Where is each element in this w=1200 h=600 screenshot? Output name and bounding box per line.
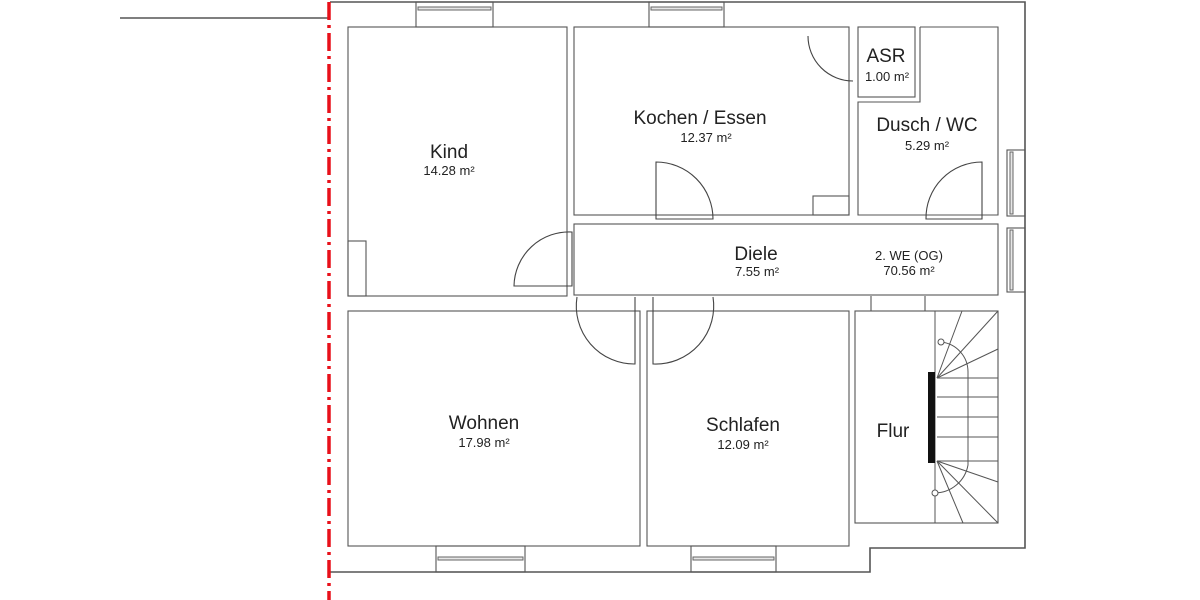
room-name-kind: Kind	[430, 142, 468, 163]
room-diele[interactable]: Diele 7.55 m² 2. WE (OG) 70.56 m²	[573, 223, 999, 296]
appliance-icon	[812, 195, 850, 216]
unit-label: 2. WE (OG)	[875, 248, 943, 263]
room-name-kochen-essen: Kochen / Essen	[633, 108, 766, 129]
window-top-kind	[415, 1, 494, 28]
room-area-kochen-essen: 12.37 m²	[680, 130, 732, 145]
door-swing-icon	[807, 35, 854, 82]
room-area-diele: 7.55 m²	[735, 264, 780, 279]
room-kochen-essen[interactable]: Kochen / Essen 12.37 m²	[573, 26, 854, 220]
door-swing-icon	[652, 296, 715, 365]
room-area-dusch-wc: 5.29 m²	[905, 138, 950, 153]
room-schlafen[interactable]: Schlafen 12.09 m²	[646, 296, 850, 547]
room-dusch-wc[interactable]: Dusch / WC 5.29 m²	[857, 26, 999, 220]
cabinet-icon	[347, 240, 367, 297]
window-right-dusch	[1006, 149, 1026, 217]
room-asr[interactable]: ASR 1.00 m²	[857, 26, 916, 98]
unit-area: 70.56 m²	[883, 263, 935, 278]
door-swing-icon	[575, 296, 636, 365]
window-bottom-wohnen	[435, 545, 526, 573]
room-wohnen[interactable]: Wohnen 17.98 m²	[347, 296, 641, 547]
room-flur[interactable]: Flur	[854, 296, 999, 524]
window-bottom-schlafen	[690, 545, 777, 573]
room-kind[interactable]: Kind 14.28 m²	[347, 26, 573, 297]
room-area-schlafen: 12.09 m²	[717, 437, 769, 452]
room-area-kind: 14.28 m²	[423, 163, 475, 178]
room-name-wohnen: Wohnen	[449, 413, 519, 434]
room-name-asr: ASR	[866, 46, 905, 67]
room-name-diele: Diele	[734, 244, 777, 265]
door-swing-icon	[655, 161, 714, 220]
staircase-icon	[928, 310, 999, 524]
room-area-wohnen: 17.98 m²	[458, 435, 510, 450]
room-name-flur: Flur	[877, 421, 910, 442]
room-name-dusch-wc: Dusch / WC	[876, 115, 977, 136]
stair-railing	[928, 372, 935, 463]
outer-walls	[330, 1, 1026, 573]
door-swing-icon	[925, 161, 983, 220]
room-name-schlafen: Schlafen	[706, 415, 780, 436]
window-right-diele	[1006, 227, 1026, 293]
room-area-asr: 1.00 m²	[865, 69, 910, 84]
window-top-kochen	[648, 1, 725, 28]
door-swing-icon	[513, 231, 573, 287]
